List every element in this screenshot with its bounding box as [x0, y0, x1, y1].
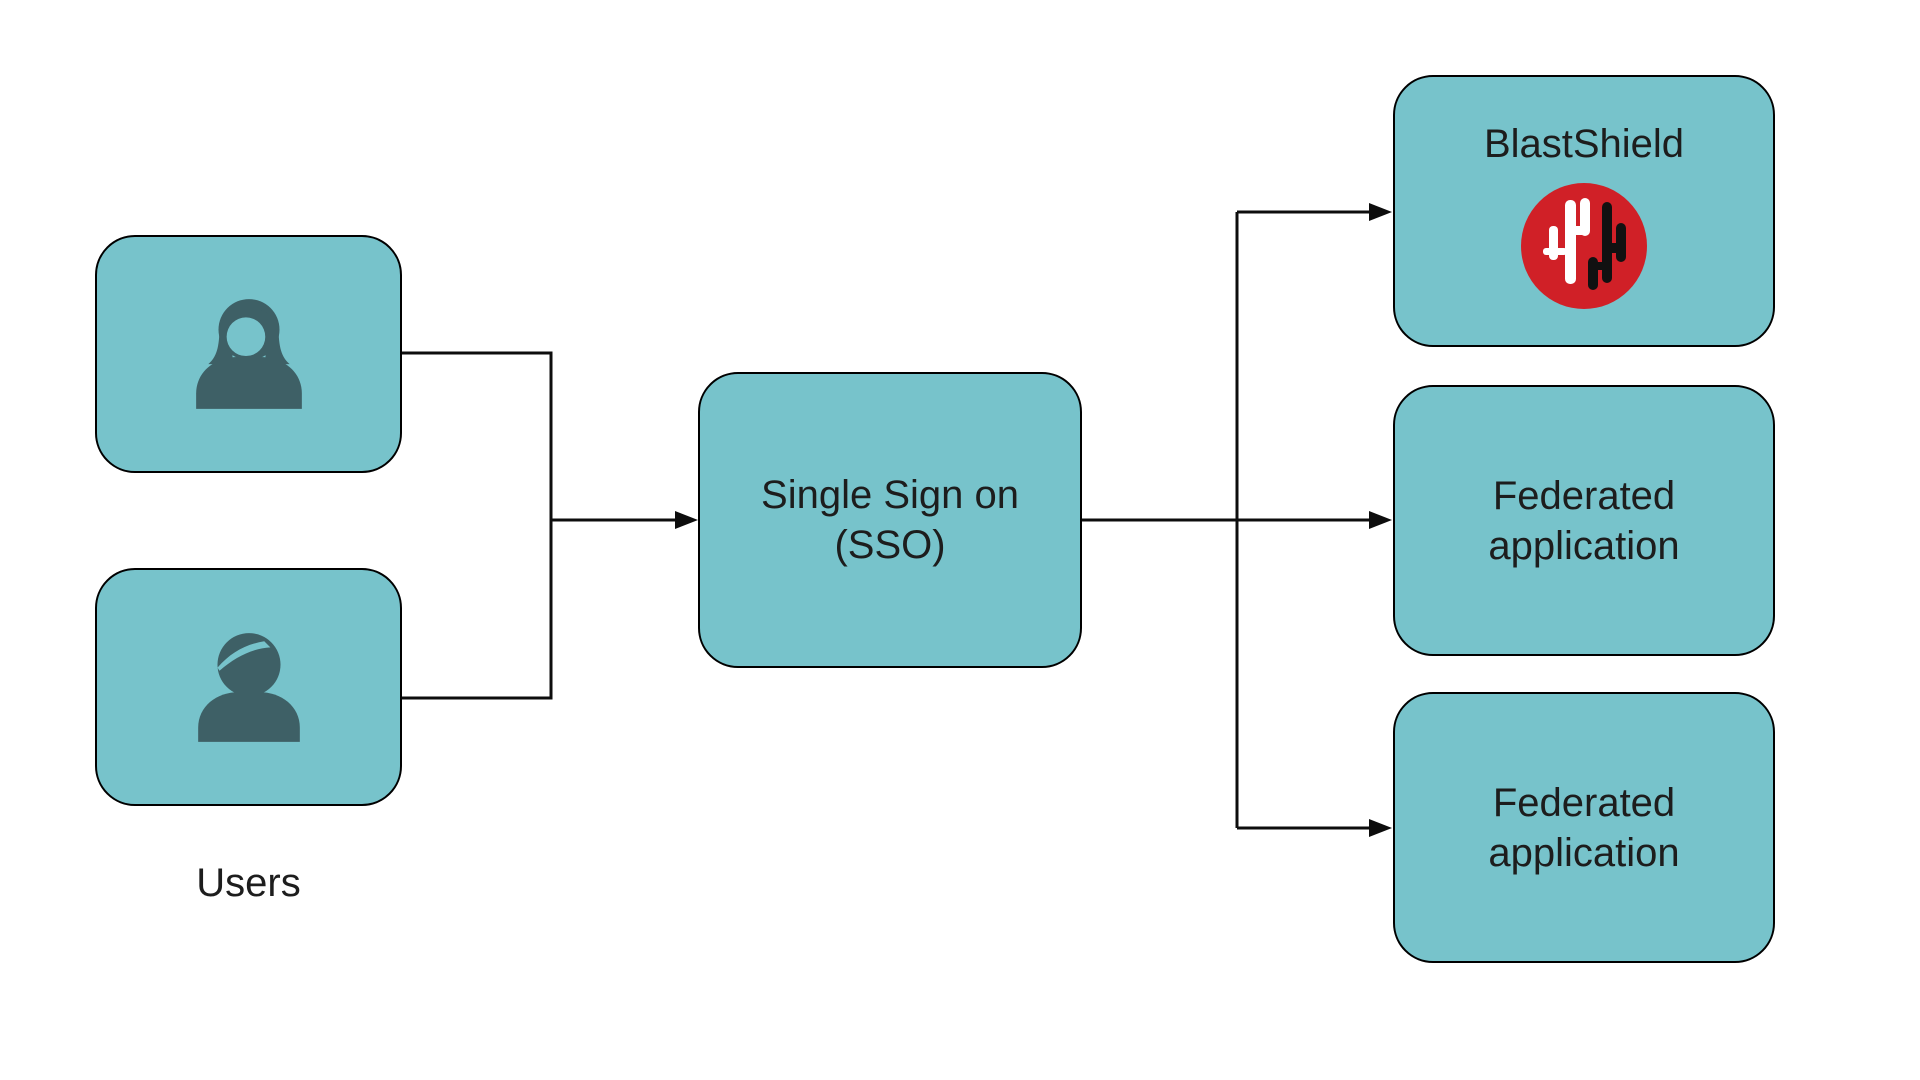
arrowhead-into-federated-top — [1369, 511, 1392, 529]
federated-application-node-bottom: Federated application — [1393, 692, 1775, 963]
blastshield-logo-icon — [1521, 183, 1647, 309]
federated-application-node-top: Federated application — [1393, 385, 1775, 656]
federated-application-label-bottom: Federated application — [1488, 780, 1680, 875]
users-caption: Users — [196, 861, 301, 905]
blastshield-node: BlastShield — [1393, 75, 1775, 347]
arrowhead-into-sso — [675, 511, 698, 529]
arrowhead-into-federated-bottom — [1369, 819, 1392, 837]
user-node-top — [95, 235, 402, 473]
users-junction-line — [402, 351, 553, 700]
sso-node: Single Sign on (SSO) — [698, 372, 1082, 668]
male-user-icon — [197, 633, 300, 742]
blastshield-label: BlastShield — [1483, 122, 1685, 166]
user-node-bottom — [95, 568, 402, 806]
arrowhead-into-blastshield — [1369, 203, 1392, 221]
federated-application-label-top: Federated application — [1488, 473, 1680, 568]
sso-label: Single Sign on (SSO) — [761, 473, 1019, 567]
female-user-icon — [195, 299, 302, 409]
